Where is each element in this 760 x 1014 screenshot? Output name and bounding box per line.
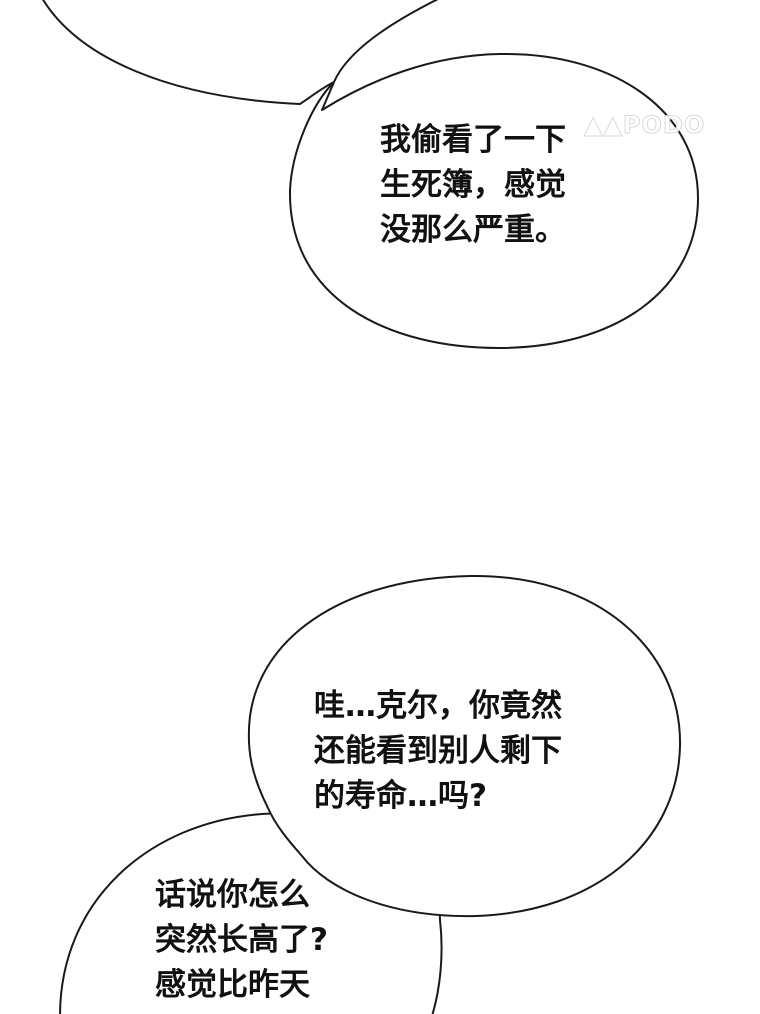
dialogue-line: 突然长高了? xyxy=(155,922,328,958)
dialogue-line: 还能看到别人剩下 xyxy=(314,733,562,769)
dialogue-text-3: 话说你怎么 突然长高了? 感觉比昨天 xyxy=(155,873,328,1008)
dialogue-line: 感觉比昨天 xyxy=(155,967,310,1003)
dialogue-line: 哇…克尔，你竟然 xyxy=(314,688,562,724)
speech-bubble-1 xyxy=(288,52,699,349)
speech-bubble-top-partial xyxy=(42,0,439,106)
dialogue-line: 的寿命…吗? xyxy=(314,778,487,814)
dialogue-line: 没那么严重。 xyxy=(380,212,566,248)
dialogue-text-2: 哇…克尔，你竟然 还能看到别人剩下 的寿命…吗? xyxy=(314,684,562,819)
publisher-watermark: ▲▲PODO xyxy=(583,111,706,140)
dialogue-line: 我偷看了一下 xyxy=(380,122,566,158)
dialogue-line: 话说你怎么 xyxy=(155,877,310,913)
dialogue-text-1: 我偷看了一下 生死簿，感觉 没那么严重。 xyxy=(380,118,566,253)
speech-bubble-2 xyxy=(247,574,682,918)
dialogue-line: 生死簿，感觉 xyxy=(380,167,566,203)
